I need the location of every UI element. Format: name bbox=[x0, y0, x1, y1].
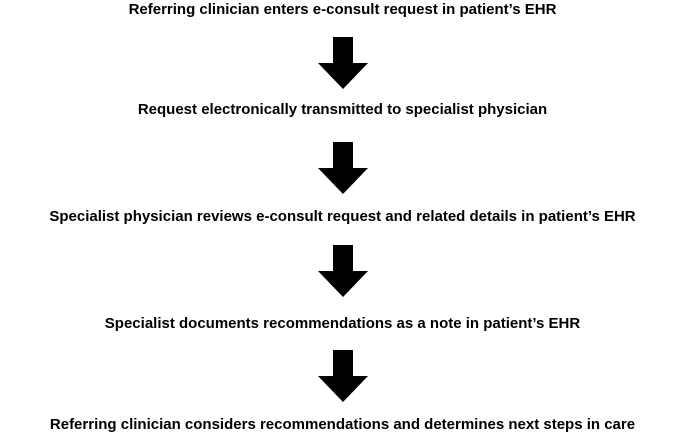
step-1-referral-request: Referring clinician enters e-consult req… bbox=[128, 1, 557, 18]
step-3-specialist-review: Specialist physician reviews e-consult r… bbox=[49, 208, 636, 225]
step-4-documentation: Specialist documents recommendations as … bbox=[104, 315, 581, 332]
down-arrow-icon bbox=[318, 37, 368, 89]
down-arrow-icon bbox=[318, 245, 368, 297]
down-arrow-icon bbox=[318, 350, 368, 402]
step-5-next-steps: Referring clinician considers recommenda… bbox=[49, 416, 636, 433]
down-arrow-icon bbox=[318, 142, 368, 194]
step-2-transmission: Request electronically transmitted to sp… bbox=[137, 101, 548, 118]
